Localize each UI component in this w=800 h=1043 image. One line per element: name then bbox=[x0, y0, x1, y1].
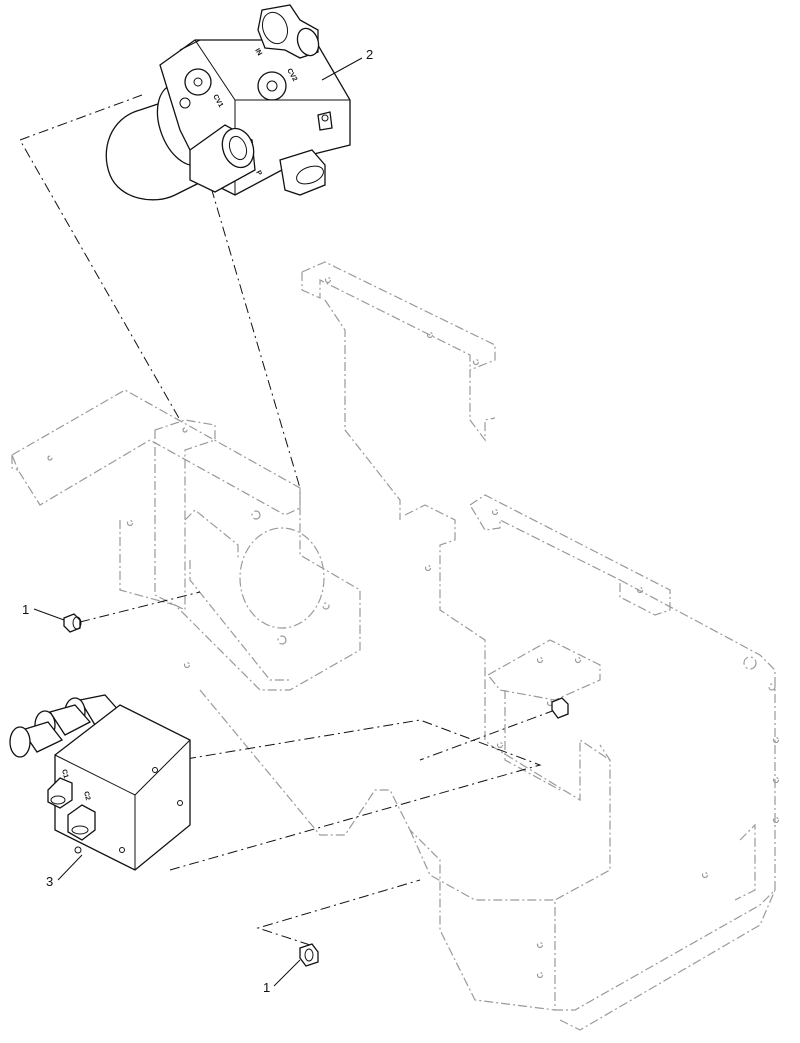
cv1-plug bbox=[184, 68, 212, 96]
lower-plate bbox=[199, 689, 556, 1011]
callout-label: 1 bbox=[22, 602, 29, 617]
port-label-c2: C2 bbox=[82, 791, 91, 802]
left-bracket-tab bbox=[11, 455, 19, 471]
center-rail-lower bbox=[404, 504, 486, 680]
left-mount-plate bbox=[119, 488, 361, 691]
right-upper-bracket bbox=[301, 261, 496, 442]
bottom-port-fitting bbox=[279, 149, 326, 196]
right-bracket-body bbox=[554, 579, 776, 1011]
left-bracket-top-flange bbox=[11, 389, 301, 516]
port-label-c1: C1 bbox=[60, 769, 69, 780]
callout-label: 2 bbox=[366, 47, 373, 62]
phantom-frame bbox=[11, 261, 776, 1031]
rear-fittings bbox=[9, 694, 122, 758]
callout-label: 3 bbox=[46, 874, 53, 889]
frame-holes bbox=[47, 276, 780, 979]
cv2-plug bbox=[257, 71, 287, 101]
callout-2: 2 bbox=[321, 47, 373, 81]
right-bracket-riser bbox=[484, 680, 611, 802]
port-label-p: P bbox=[254, 170, 263, 178]
lower-valve-assembly: C1 C2 bbox=[9, 694, 191, 871]
callout-3: 3 bbox=[46, 854, 83, 889]
right-upper-bracket-leg bbox=[324, 299, 401, 520]
c2-elbow-fitting bbox=[67, 804, 96, 841]
right-bracket-inner bbox=[559, 889, 776, 1031]
callout-1-upper: 1 bbox=[22, 602, 65, 621]
callout-label: 1 bbox=[263, 980, 270, 995]
center-rail bbox=[469, 494, 671, 616]
right-bracket-rib bbox=[734, 823, 756, 901]
fastener-upper bbox=[63, 613, 82, 633]
callout-1-lower: 1 bbox=[263, 959, 301, 995]
right-mount-lower bbox=[504, 690, 561, 791]
left-plate-slot bbox=[189, 560, 290, 681]
left-bracket-rib bbox=[184, 509, 239, 560]
lower-plate-edge bbox=[409, 829, 555, 901]
right-upper-bracket-web bbox=[301, 272, 471, 370]
right-mount-tab bbox=[487, 639, 601, 701]
fastener-lower bbox=[299, 943, 319, 967]
assembly-leaders bbox=[19, 94, 556, 946]
fastener-frame bbox=[551, 697, 569, 719]
left-bracket-vertical bbox=[154, 419, 216, 611]
port-label-in: IN bbox=[253, 48, 263, 58]
upper-valve-assembly: IN CV2 CV1 P bbox=[105, 4, 351, 201]
left-plate-hole bbox=[239, 527, 325, 629]
c1-elbow-fitting bbox=[47, 777, 73, 809]
